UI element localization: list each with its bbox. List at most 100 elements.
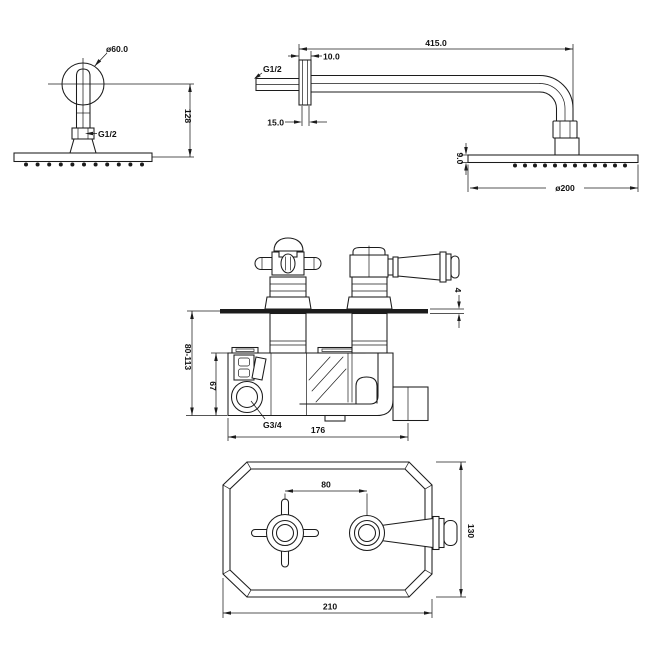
leader-line xyxy=(250,400,266,420)
dim-arrowhead xyxy=(459,589,463,597)
leader-arrowhead xyxy=(254,73,261,79)
dim-head-diameter: ø200 xyxy=(555,183,575,193)
dim-arm-length: 415.0 xyxy=(425,38,447,48)
handle-finial-dome xyxy=(273,237,304,252)
leader-arrowhead xyxy=(94,59,102,67)
dim-body-height: 67 xyxy=(208,381,218,391)
dim-arrowhead xyxy=(457,301,461,309)
dim-arrowhead xyxy=(188,149,192,157)
elbow-outer xyxy=(376,352,394,417)
wall-flange-circle xyxy=(61,62,105,106)
cross-handle-side xyxy=(254,237,322,310)
face-plate-front-view: 80 130 210 xyxy=(222,461,476,618)
dim-plate-width: 210 xyxy=(323,602,338,612)
cross-hub-inner xyxy=(275,523,295,543)
nozzle-row xyxy=(513,163,627,168)
dim-arrowhead xyxy=(190,311,194,319)
head-connector-block xyxy=(69,138,97,154)
mounting-tab xyxy=(231,346,259,354)
bottom-tab xyxy=(324,414,346,422)
lever-tip xyxy=(450,255,460,279)
right-valve-stem xyxy=(351,312,388,354)
leader-arrowhead xyxy=(85,131,93,136)
dim-arrowhead xyxy=(565,47,573,51)
dim-inlet-thread: G3/4 xyxy=(263,420,282,430)
head-nut xyxy=(552,120,578,139)
outlet-dome xyxy=(355,376,378,404)
shower-arm-side-view: 415.0 10.0 G1/2 15.0 9.0 ø200 xyxy=(254,38,639,193)
inlet-port-inner xyxy=(235,385,259,409)
panel-button xyxy=(238,357,250,367)
handle-collar xyxy=(269,276,307,298)
lever-tip xyxy=(443,519,458,547)
dim-plate-height: 130 xyxy=(466,524,476,539)
dim-arrowhead xyxy=(359,489,367,493)
dim-arrowhead xyxy=(457,313,461,321)
shower-head-front-view: ø60.0 G1/2 128 xyxy=(13,44,194,167)
bevel-corner-lines xyxy=(222,461,433,598)
arm-bend-mid xyxy=(539,83,566,122)
lever-end-ring xyxy=(439,251,447,283)
handle-collar xyxy=(351,276,388,298)
dim-recess-depth: 80-113 xyxy=(183,344,193,371)
elbow-inner xyxy=(299,352,379,405)
dim-arrowhead xyxy=(228,435,236,439)
handle-skirt xyxy=(346,296,393,310)
dim-arrowhead xyxy=(223,611,231,615)
dim-thread-g12: G1/2 xyxy=(263,64,282,74)
hub-oval xyxy=(280,253,296,274)
lever-end-ring xyxy=(432,515,440,551)
panel-button xyxy=(238,368,250,378)
mounting-tab-slot xyxy=(235,348,255,352)
dim-arrowhead xyxy=(285,489,293,493)
shower-head-plate xyxy=(13,152,153,163)
cross-handle-front xyxy=(250,498,320,568)
dim-flange-diameter: ø60.0 xyxy=(106,44,128,54)
dim-arrowhead xyxy=(294,120,302,124)
dim-head-thickness: 9.0 xyxy=(455,153,465,165)
dim-arrowhead xyxy=(299,47,307,51)
shower-head-plate-side xyxy=(467,154,639,164)
dim-arrowhead xyxy=(214,407,218,416)
side-flap xyxy=(251,356,267,381)
wall-plate-bar xyxy=(220,309,428,314)
dim-plate-thickness: 4 xyxy=(453,288,463,293)
dim-wall-clearance: 15.0 xyxy=(267,118,284,128)
lever-end-ring xyxy=(445,253,452,281)
head-connector-block xyxy=(554,137,580,156)
arm-bend-inner xyxy=(539,91,558,122)
lever-arm xyxy=(397,253,441,281)
dim-arrowhead xyxy=(188,84,192,92)
lever-handle-side xyxy=(346,245,460,310)
handle-skirt xyxy=(264,296,312,310)
dim-arrowhead xyxy=(190,407,194,416)
nozzle-row xyxy=(24,162,144,167)
dim-body-width: 176 xyxy=(311,425,326,435)
drop-pipe xyxy=(75,68,91,129)
dim-arrowhead xyxy=(291,54,299,58)
dim-arrowhead xyxy=(630,186,638,190)
dim-arrowhead xyxy=(400,435,408,439)
lever-ring xyxy=(392,256,399,278)
dim-arrowhead xyxy=(464,162,468,171)
dim-flange-thickness: 10.0 xyxy=(323,52,340,62)
valve-body-side-view: 4 80-113 67 G3/4 176 xyxy=(183,237,464,441)
dim-handle-distance: 80 xyxy=(321,480,331,490)
diverter-panel xyxy=(233,354,255,381)
cartridge-hatch xyxy=(308,356,347,403)
dim-arrowhead xyxy=(470,186,478,190)
dim-thread-g12: G1/2 xyxy=(98,129,117,139)
outlet-bracket xyxy=(392,386,429,422)
dim-arrowhead xyxy=(309,120,317,124)
left-valve-stem xyxy=(269,312,307,354)
lever-end-ring xyxy=(438,517,445,549)
dim-arrowhead xyxy=(311,54,319,58)
lever-handle-front xyxy=(348,514,458,552)
dim-drop-height: 128 xyxy=(183,109,193,124)
lever-hub-inner xyxy=(357,523,377,543)
dim-arrowhead xyxy=(459,462,463,470)
lever-ring xyxy=(387,258,394,276)
wall-flange xyxy=(298,59,312,106)
